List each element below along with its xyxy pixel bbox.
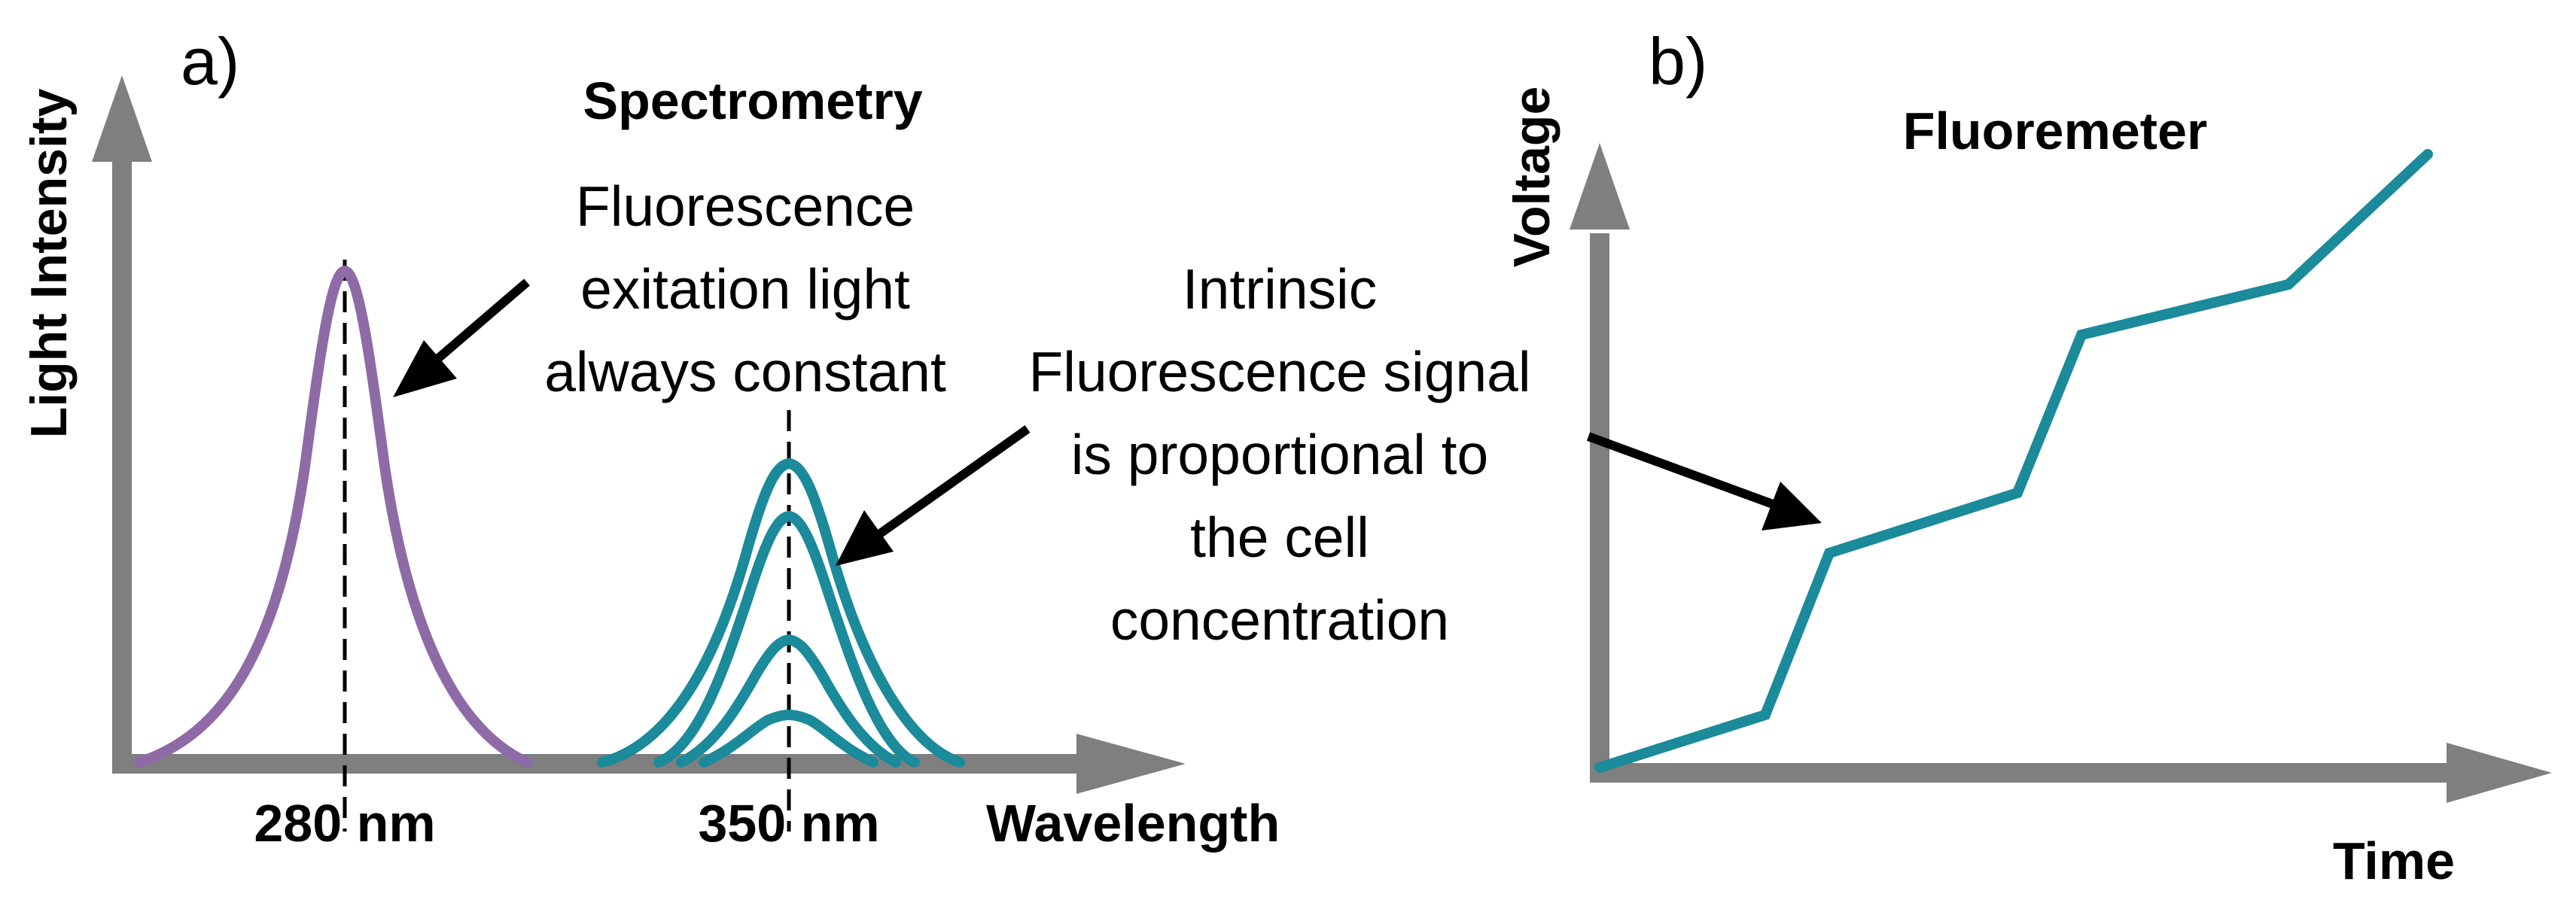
signal-note-line: the cell bbox=[1190, 506, 1369, 569]
signal-arrow bbox=[836, 425, 1031, 566]
fluorescence-curves bbox=[597, 458, 965, 768]
excitation-note-line: always constant bbox=[544, 340, 946, 403]
panel-b-y-arrowhead bbox=[1570, 143, 1630, 230]
panel-b-title: Fluoremeter bbox=[1903, 102, 2208, 160]
signal-note-line: is proportional to bbox=[1071, 423, 1488, 486]
signal-note-line: Intrinsic bbox=[1183, 257, 1377, 321]
panel-b: b) Fluoremeter Voltage Time bbox=[1503, 24, 2552, 890]
excitation-curve bbox=[134, 265, 532, 768]
panel-a: a) Spectrometry Light Intensity Waveleng… bbox=[20, 24, 1531, 853]
panel-a-y-axis-label: Light Intensity bbox=[20, 89, 78, 439]
panel-b-y-axis-label: Voltage bbox=[1503, 87, 1561, 268]
fluorescence-curve-4 bbox=[597, 458, 965, 768]
panel-b-x-axis-label: Time bbox=[2333, 832, 2455, 890]
panel-a-x-arrowhead bbox=[1076, 734, 1186, 794]
peak2-label: 350 nm bbox=[698, 794, 879, 853]
fluorescence-curve-3 bbox=[653, 510, 920, 768]
voltage-arrow bbox=[1586, 432, 1822, 531]
peak1-label: 280 nm bbox=[254, 794, 435, 853]
panel-a-x-axis-label: Wavelength bbox=[986, 794, 1280, 853]
excitation-note-line: exitation light bbox=[580, 257, 910, 321]
panel-a-letter: a) bbox=[181, 24, 239, 99]
excitation-note-line: Fluorescence bbox=[576, 175, 915, 238]
signal-note-line: Fluorescence signal bbox=[1028, 340, 1530, 403]
voltage-line bbox=[1594, 149, 2433, 773]
signal-note-line: concentration bbox=[1110, 588, 1449, 652]
excitation-arrow bbox=[393, 278, 530, 397]
signal-note: Intrinsic Fluorescence signal is proport… bbox=[1028, 257, 1530, 652]
panel-a-y-arrowhead bbox=[92, 75, 152, 162]
panel-b-axes bbox=[1570, 143, 2552, 803]
excitation-note: Fluorescence exitation light always cons… bbox=[544, 175, 946, 403]
panel-b-letter: b) bbox=[1649, 24, 1707, 99]
fluorescence-curve-1 bbox=[699, 709, 878, 768]
fluorescence-curve-2 bbox=[676, 634, 901, 768]
panel-a-title: Spectrometry bbox=[583, 71, 922, 130]
panel-b-x-arrowhead bbox=[2447, 743, 2552, 803]
